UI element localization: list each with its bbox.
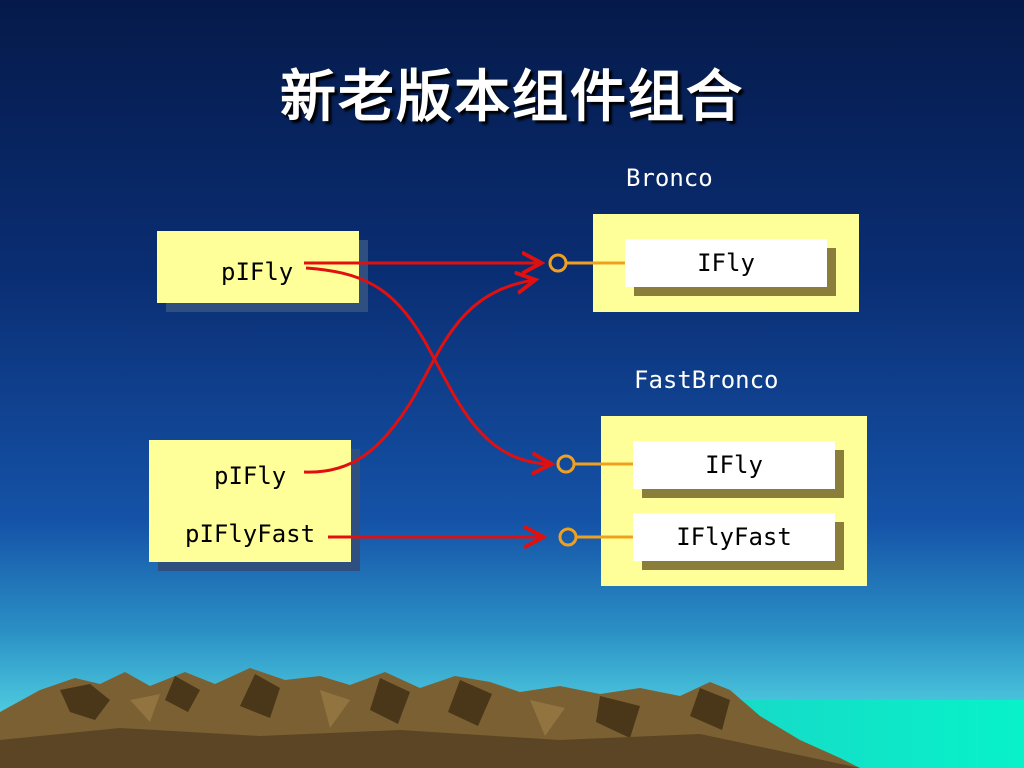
mountain-range [0, 668, 860, 768]
arrow-old-pifly-to-fastbronco [305, 266, 550, 464]
interface-ifly-bronco: IFly [625, 239, 827, 287]
pointer-pifly-old: pIFly [221, 258, 294, 286]
arrow-new-pifly-to-bronco [303, 280, 534, 474]
lollipop-iflyfast-fastbronco [558, 527, 633, 547]
lollipop-ifly-bronco [548, 253, 625, 273]
client-box-old [157, 231, 359, 303]
lollipop-ifly-fastbronco [556, 454, 633, 474]
slide-title: 新老版本组件组合 [280, 65, 744, 130]
pointer-pifly-new: pIFly [214, 462, 287, 490]
interface-iflyfast-fastbronco: IFlyFast [633, 513, 835, 561]
interface-ifly-fastbronco: IFly [633, 441, 835, 489]
pointer-piflyfast: pIFlyFast [185, 520, 316, 548]
component-label-fastbronco: FastBronco [634, 366, 779, 394]
component-label-bronco: Bronco [626, 164, 713, 192]
client-box-new [149, 440, 351, 562]
